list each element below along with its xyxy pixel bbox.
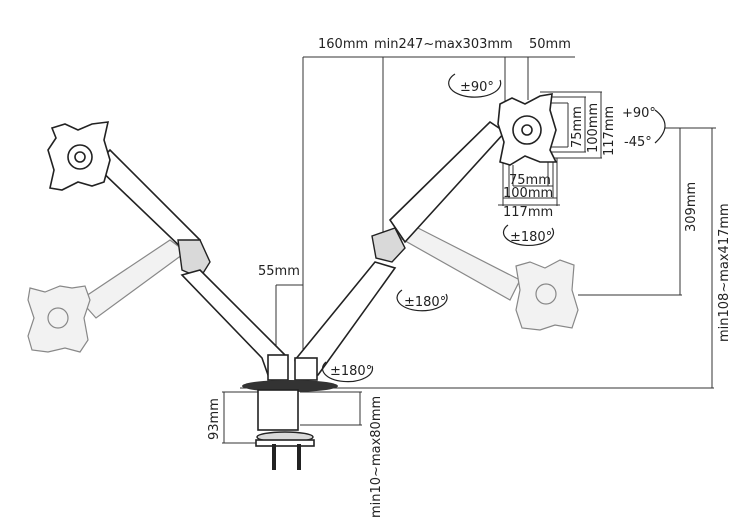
lower-position-arms — [27, 227, 579, 353]
right-arm — [294, 93, 558, 379]
rotate-base-arrow-icon — [321, 361, 374, 383]
arm-offset-label: 160mm — [318, 37, 368, 52]
vesa-v-100-label: 100mm — [586, 103, 601, 153]
swivel-arrow-icon — [448, 73, 502, 98]
left-arm — [47, 121, 286, 376]
rotation-arrows — [321, 73, 666, 383]
height-309-label: 309mm — [684, 182, 699, 232]
height-range-label: min108~max417mm — [717, 203, 732, 342]
vesa-v-117-label: 117mm — [602, 106, 617, 156]
desk-clamp — [242, 354, 338, 470]
plate-offset-label: 50mm — [529, 37, 571, 52]
rotate-base-label: ±180° — [330, 364, 372, 379]
vesa-h-75-label: 75mm — [509, 173, 551, 188]
tilt-down-label: -45° — [624, 135, 652, 150]
clamp-height-label: 93mm — [207, 398, 222, 440]
tilt-up-label: +90° — [622, 106, 656, 121]
arm-reach-label: min247~max303mm — [374, 37, 513, 52]
rotate-plate-label: ±180° — [510, 230, 552, 245]
vesa-h-100-label: 100mm — [503, 186, 553, 201]
tilt-arrow-icon — [654, 109, 666, 144]
pole-gap-label: 55mm — [258, 264, 300, 279]
dimension-lines — [222, 56, 716, 444]
vesa-h-117-label: 117mm — [503, 205, 553, 220]
vesa-v-75-label: 75mm — [570, 106, 585, 148]
rotate-elbow-arrow-icon — [396, 289, 448, 312]
swivel-label: ±90° — [460, 80, 494, 95]
rotate-plate-arrow-icon — [502, 224, 555, 247]
desk-thickness-label: min10~max80mm — [369, 396, 384, 518]
rotate-elbow-label: ±180° — [404, 295, 446, 310]
